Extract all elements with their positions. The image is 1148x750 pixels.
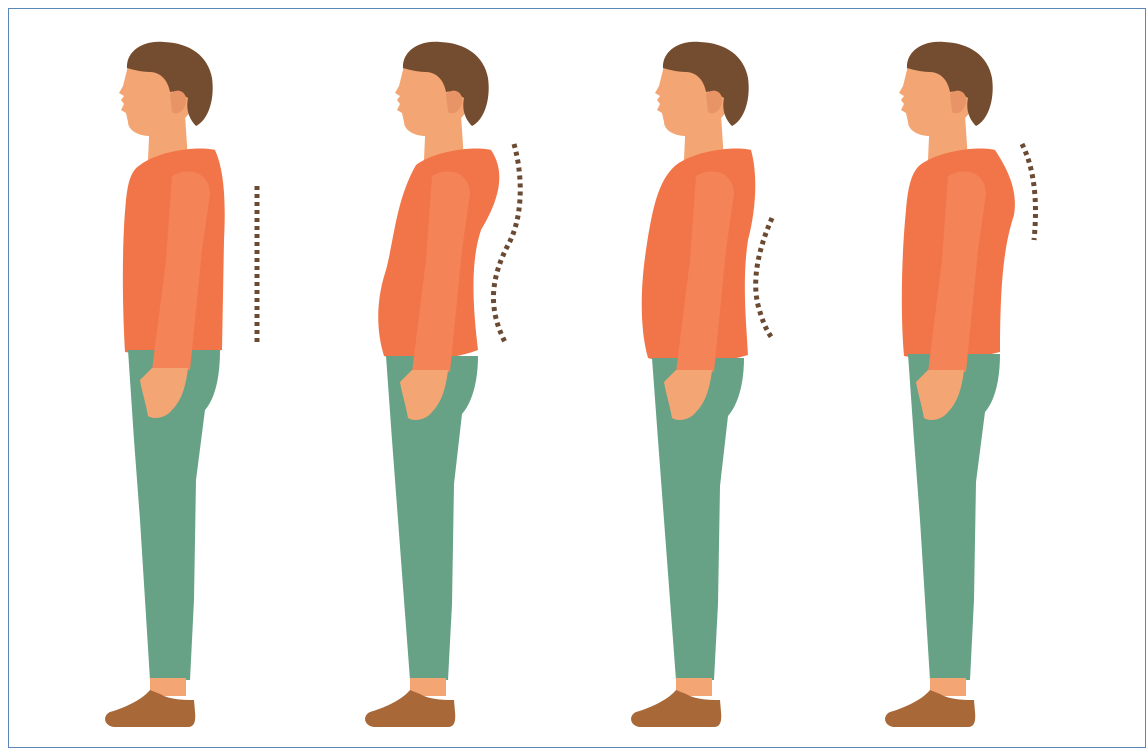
figure-normal-posture <box>105 42 257 727</box>
figure-lordosis-posture <box>631 42 772 727</box>
spine-line-upper-back-curve <box>1022 144 1036 240</box>
figure-swayback-posture <box>365 42 520 727</box>
figure-kyphosis-posture <box>885 42 1035 727</box>
spine-line-lower-back-curve <box>756 218 772 338</box>
